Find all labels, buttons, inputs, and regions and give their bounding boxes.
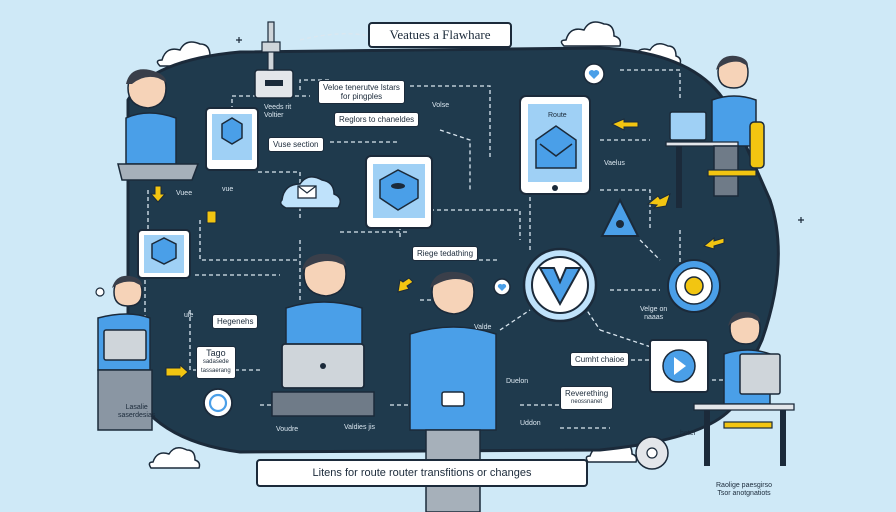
veeds-line1: Veeds rit [264, 104, 292, 111]
person-with-laptop-left [97, 275, 153, 431]
yellow-arrow-icons [149, 118, 725, 381]
person-with-laptop-center [271, 253, 375, 417]
vouthre-text: Voudre [276, 426, 299, 433]
loosets-line2: saserdesias [118, 412, 156, 419]
veeds-line2: Voltier [264, 112, 284, 119]
footer-right-line1: Raolige paesgirso [716, 482, 773, 489]
revorting-sub: neossnanet [571, 399, 603, 405]
target-icon [667, 259, 721, 313]
footer-caption: Litens for route router transfitions or … [256, 459, 588, 487]
person-at-desk-bottom [693, 311, 795, 466]
regions-label: Reglors to chaneldes [334, 112, 420, 127]
warning-triangle-icon [600, 197, 640, 237]
hoto-text: hoter [680, 430, 696, 437]
page-title: Veatues a Flawhare [368, 22, 512, 48]
loosets-text: Lasalie saserdesias [118, 404, 155, 420]
tago-title: Tago [206, 348, 226, 358]
person-meditating [117, 69, 200, 181]
disc-icon [635, 436, 669, 470]
riege-label: Riege tedathing [412, 246, 479, 261]
revorting-title: Reverething [565, 389, 609, 398]
decor-marks [95, 37, 804, 297]
uddon-text: Uddon [520, 420, 541, 427]
tago-sub2: tassaerang [201, 368, 231, 374]
vue-left-text: Vuee [176, 190, 193, 197]
cumit-label: Cumht chaioe [570, 352, 630, 367]
footer-right-line2: Tsor anotgnatiots [717, 490, 771, 497]
refresh-icon [203, 388, 233, 418]
tablet-devices [137, 95, 591, 279]
person-at-desk-top [665, 55, 765, 208]
cloud-mail-icon [279, 176, 341, 209]
route-text: Route [548, 112, 567, 119]
valde-text: Valde [474, 324, 492, 331]
hegenehs-label: Hegenehs [212, 314, 259, 329]
revorting-label: Reverething neossnanet [560, 386, 614, 410]
vue-logo-icon [522, 247, 598, 323]
duelon-text: Duelon [506, 378, 529, 385]
heart-icon [493, 63, 605, 296]
footer-right-text: Raolige paesgirso Tsor anotgnatiots [716, 482, 772, 498]
veloe-lists-label: Veloe tenerutve lstars for pingples [318, 80, 405, 104]
velge-line2: naaas [644, 314, 664, 321]
router-icon [254, 21, 294, 99]
tago-label: Tago sadasede tassaerang [196, 346, 236, 379]
volse-text: Volse [432, 102, 450, 109]
vuse-section-label: Vuse section [268, 137, 324, 152]
veloe-lists-line1: Veloe tenerutve lstars [323, 83, 400, 92]
vadas-text: Vaelus [604, 160, 625, 167]
ule-text: ule [184, 312, 194, 319]
tago-sub1: sadasede [202, 359, 229, 365]
vaeldes-text: Valdies jis [344, 424, 375, 431]
vue-mid-text: vue [222, 186, 234, 193]
velge-line1: Velge on [640, 306, 668, 313]
play-icon [649, 339, 709, 393]
veeds-text: Veeds rit Voltier [264, 104, 291, 120]
veloe-lists-line2: for pingples [340, 92, 383, 101]
velge-text: Velge on naaas [640, 306, 667, 322]
loosets-line1: Lasalie [125, 404, 148, 411]
